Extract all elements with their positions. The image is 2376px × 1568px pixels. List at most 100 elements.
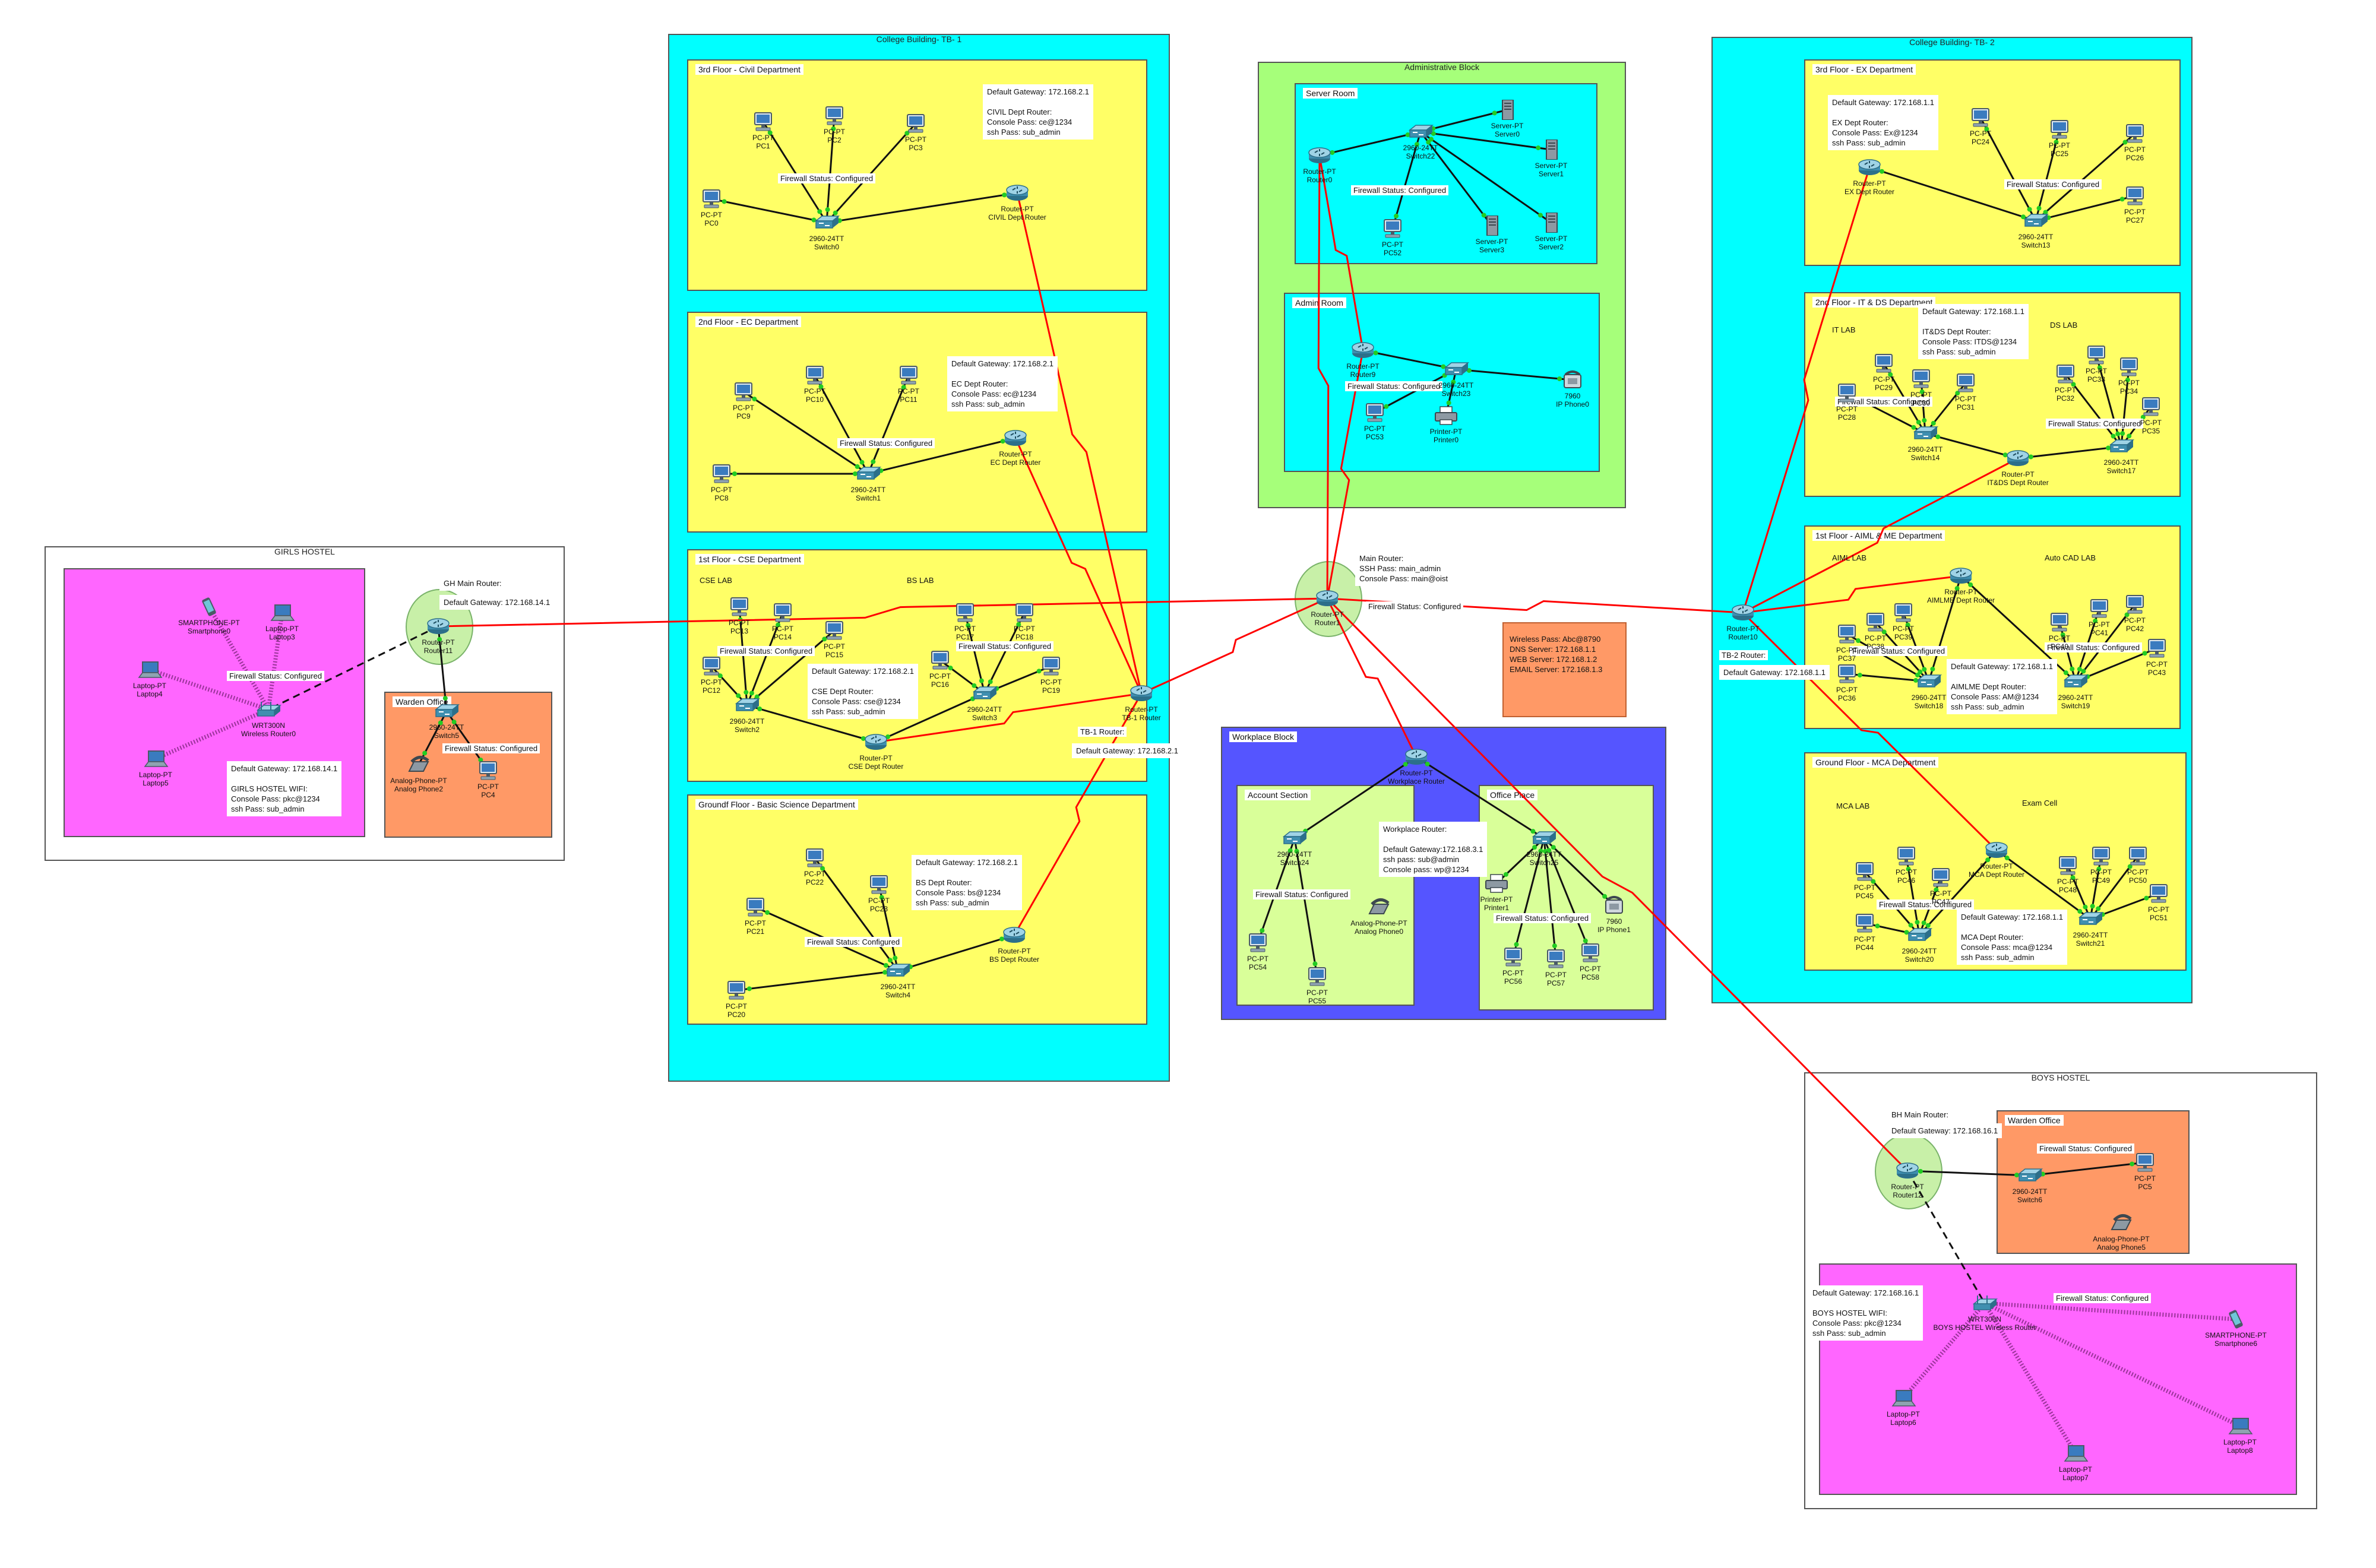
laptop-icon[interactable] [2062,1443,2089,1464]
pc-icon[interactable] [1245,933,1271,953]
printer-icon[interactable] [1433,406,1459,426]
switch-icon[interactable] [1912,423,1939,444]
router-icon[interactable] [1001,925,1027,945]
pc-icon[interactable] [2086,598,2112,619]
router-icon[interactable] [425,616,451,636]
pc-icon[interactable] [866,875,892,895]
pc-icon[interactable] [1928,867,1954,888]
pc-icon[interactable] [750,112,776,132]
switch-icon[interactable] [2023,211,2049,231]
pc-icon[interactable] [2146,883,2172,904]
pc-icon[interactable] [1834,383,1860,403]
server-icon[interactable] [1538,139,1564,160]
ip-phone-icon[interactable] [1601,895,1627,916]
laptop-icon[interactable] [1890,1388,1916,1408]
laptop-icon[interactable] [2227,1416,2253,1436]
switch-icon[interactable] [1443,359,1470,379]
router-icon[interactable] [1948,566,1974,586]
pc-icon[interactable] [802,365,828,385]
analog-phone-icon[interactable] [2108,1213,2134,1233]
switch-icon[interactable] [1906,925,1933,945]
pc-icon[interactable] [2132,1152,2158,1173]
switch-icon[interactable] [814,213,840,233]
smartphone-icon[interactable] [196,597,222,617]
switch-icon[interactable] [2108,436,2135,457]
switch-icon[interactable] [885,961,912,981]
switch-icon[interactable] [1531,828,1558,848]
switch-icon[interactable] [734,695,761,715]
pc-icon[interactable] [1967,107,1994,128]
pc-icon[interactable] [2116,357,2142,377]
pc-icon[interactable] [726,597,752,617]
pc-icon[interactable] [802,848,828,868]
pc-icon[interactable] [1908,369,1934,389]
router-icon[interactable] [2005,448,2031,468]
pc-icon[interactable] [2088,846,2114,866]
switch-icon[interactable] [1282,828,1308,848]
pc-icon[interactable] [2083,345,2109,365]
router-icon[interactable] [1004,183,1030,203]
pc-icon[interactable] [952,603,978,623]
pc-icon[interactable] [770,603,796,623]
router-icon[interactable] [1128,683,1154,704]
switch-icon[interactable] [2062,671,2089,692]
pc-icon[interactable] [1038,656,1064,676]
pc-icon[interactable] [2122,594,2148,614]
pc-icon[interactable] [742,897,768,917]
pc-icon[interactable] [1953,373,1979,393]
pc-icon[interactable] [1890,603,1916,623]
printer-icon[interactable] [1483,873,1510,894]
server-icon[interactable] [1538,212,1564,233]
server-icon[interactable] [1494,99,1520,121]
switch-icon[interactable] [972,683,998,704]
smartphone-icon[interactable] [2223,1309,2249,1329]
router-icon[interactable] [1350,340,1376,360]
pc-icon[interactable] [723,980,749,1000]
switch-icon[interactable] [1407,122,1434,142]
pc-icon[interactable] [475,761,501,781]
pc-icon[interactable] [1500,947,1526,967]
pc-icon[interactable] [2046,119,2073,140]
router-icon[interactable] [863,732,889,752]
pc-icon[interactable] [1362,403,1388,423]
pc-icon[interactable] [2052,364,2078,384]
pc-icon[interactable] [2125,846,2151,866]
analog-phone-icon[interactable] [406,755,432,775]
laptop-icon[interactable] [269,603,295,623]
pc-icon[interactable] [1852,913,1878,933]
wireless-router-icon[interactable] [255,699,282,720]
pc-icon[interactable] [896,365,922,385]
laptop-icon[interactable] [137,660,163,680]
pc-icon[interactable] [730,382,757,402]
server-icon[interactable] [1479,215,1505,236]
pc-icon[interactable] [1871,353,1897,373]
pc-icon[interactable] [1577,943,1603,963]
pc-icon[interactable] [2122,186,2148,206]
router-icon[interactable] [1894,1161,1921,1181]
pc-icon[interactable] [698,656,724,676]
pc-icon[interactable] [2122,123,2148,144]
ip-phone-icon[interactable] [1559,370,1586,390]
switch-icon[interactable] [434,701,460,721]
switch-icon[interactable] [855,464,882,484]
pc-icon[interactable] [2144,638,2170,658]
wireless-router-icon[interactable] [1972,1293,1998,1313]
router-icon[interactable] [1730,603,1756,623]
pc-icon[interactable] [1380,218,1406,239]
router-icon[interactable] [1983,840,2010,860]
pc-icon[interactable] [1893,846,1919,866]
pc-icon[interactable] [2138,397,2164,417]
pc-icon[interactable] [821,620,847,641]
laptop-icon[interactable] [143,749,169,769]
pc-icon[interactable] [903,113,929,134]
pc-icon[interactable] [708,464,735,484]
router-icon[interactable] [1856,157,1883,178]
pc-icon[interactable] [1834,664,1860,684]
analog-phone-icon[interactable] [1366,897,1392,917]
router-icon[interactable] [1306,145,1333,166]
pc-icon[interactable] [821,106,847,126]
switch-icon[interactable] [2017,1165,2043,1186]
pc-icon[interactable] [1011,603,1037,623]
pc-icon[interactable] [698,189,724,209]
pc-icon[interactable] [1304,967,1330,987]
